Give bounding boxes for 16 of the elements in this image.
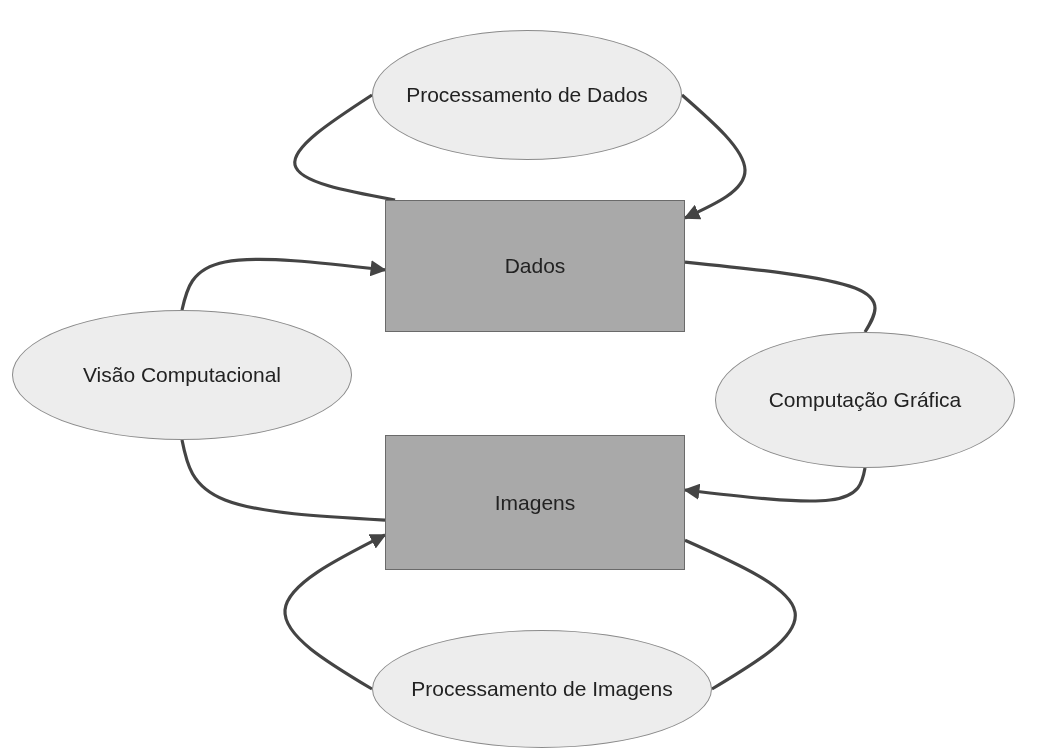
node-label: Processamento de Imagens <box>410 676 674 703</box>
curved-arrow <box>680 93 747 220</box>
curved-arrow <box>283 533 387 691</box>
node-label: Processamento de Dados <box>405 82 649 109</box>
curved-connector <box>684 260 877 333</box>
curved-connector <box>180 439 386 522</box>
node-label: Computação Gráfica <box>767 387 963 414</box>
node-label: Visão Computacional <box>81 362 283 389</box>
data-box <box>385 200 685 332</box>
curved-connector <box>684 538 797 691</box>
data-box <box>385 435 685 570</box>
curved-arrow <box>683 467 867 503</box>
node-label: Dados <box>503 253 567 280</box>
curved-arrow <box>180 257 387 311</box>
curved-connector <box>293 93 396 202</box>
node-label: Imagens <box>493 489 577 516</box>
